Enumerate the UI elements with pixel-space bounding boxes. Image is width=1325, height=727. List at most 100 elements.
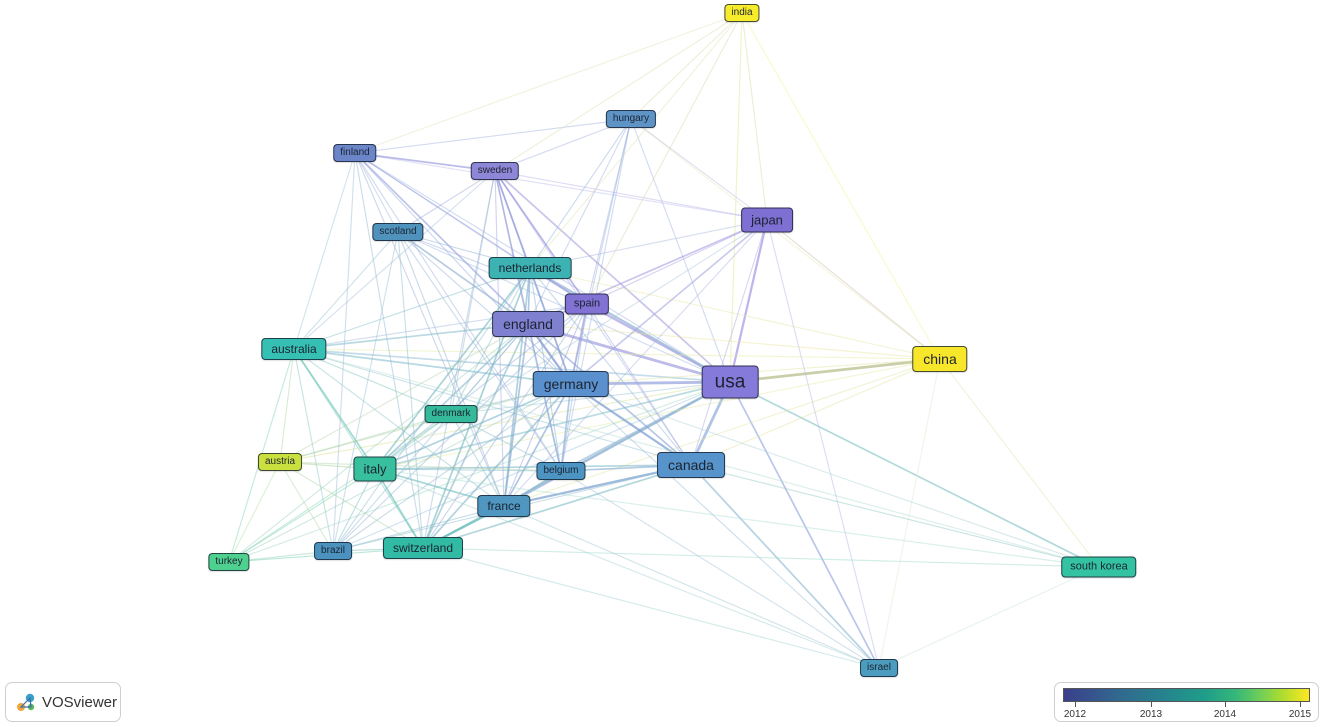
node-south-korea[interactable]: south korea [1061, 556, 1137, 578]
node-usa[interactable]: usa [701, 365, 759, 399]
node-israel[interactable]: israel [860, 659, 898, 677]
edge-canada-switzerland [422, 464, 692, 549]
edge-finland-brazil [332, 152, 356, 552]
color-legend: 2012 2013 2014 2015 [1054, 682, 1319, 722]
edge-hungary-finland [354, 118, 632, 154]
node-finland[interactable]: finland [333, 144, 377, 162]
edge-canada-spain [586, 303, 692, 466]
edge-germany-spain [570, 303, 588, 385]
edge-australia-sweden [293, 170, 496, 350]
node-india[interactable]: india [724, 4, 760, 22]
edge-france-scotland [397, 231, 505, 507]
legend-tick-2013 [1151, 702, 1152, 707]
edge-canada-sweden [494, 170, 692, 466]
edge-italy-australia [293, 348, 376, 470]
legend-tick-2012 [1075, 702, 1076, 707]
edge-india-spain [586, 12, 743, 305]
edge-germany-australia [293, 348, 572, 385]
edge-england-turkey [228, 323, 529, 563]
edge-china-japan [766, 219, 941, 360]
edge-canada-netherlands [529, 267, 692, 466]
node-brazil[interactable]: brazil [314, 542, 352, 560]
edge-denmark-turkey [228, 413, 452, 563]
edge-australia-finland [293, 152, 356, 350]
edge-spain-brazil [332, 303, 588, 552]
edge-israel-belgium [560, 470, 880, 669]
edge-spain-hungary [586, 118, 632, 305]
legend-label-2015: 2015 [1288, 709, 1312, 720]
edge-australia-scotland [293, 231, 399, 350]
edge-japan-israel [766, 219, 880, 669]
edge-china-australia [293, 348, 941, 360]
legend-tick-2014 [1225, 702, 1226, 707]
edge-canada-australia [293, 348, 692, 466]
edge-china-south-korea [939, 358, 1100, 568]
edge-china-canada [690, 358, 941, 466]
node-spain[interactable]: spain [564, 293, 610, 315]
edge-india-finland [354, 12, 743, 154]
node-denmark[interactable]: denmark [424, 405, 478, 423]
node-sweden[interactable]: sweden [470, 162, 520, 180]
edge-canada-south-korea [690, 464, 1100, 568]
edge-china-hungary [630, 118, 941, 360]
node-france[interactable]: france [477, 495, 531, 517]
node-germany[interactable]: germany [532, 371, 610, 397]
node-switzerland[interactable]: switzerland [382, 537, 464, 559]
node-belgium[interactable]: belgium [536, 462, 586, 480]
edge-china-france [503, 358, 941, 507]
edge-usa-india [729, 12, 743, 383]
edge-sweden-spain [494, 170, 588, 305]
vosviewer-label: VOSviewer [42, 693, 118, 711]
node-scotland[interactable]: scotland [372, 223, 424, 241]
edge-italy-brazil [332, 468, 376, 552]
edge-france-spain [503, 303, 588, 507]
edge-usa-netherlands [528, 266, 732, 384]
edge-scotland-belgium [397, 231, 562, 472]
edge-italy-belgium [374, 468, 562, 472]
edge-usa-sweden [494, 170, 731, 383]
edge-england-hungary [527, 118, 632, 325]
edge-netherlands-finland [354, 152, 531, 269]
node-turkey[interactable]: turkey [208, 553, 250, 571]
edge-hungary-india [630, 12, 743, 120]
edge-germany-austria [279, 383, 572, 463]
edge-netherlands-belgium [529, 267, 562, 472]
legend-label-2012: 2012 [1063, 709, 1087, 720]
edge-switzerland-south-korea [422, 547, 1100, 568]
edge-france-brazil [332, 505, 505, 552]
edge-england-switzerland [422, 323, 529, 549]
node-china[interactable]: china [912, 346, 968, 372]
edge-scotland-brazil [332, 231, 399, 552]
legend-label-2013: 2013 [1139, 709, 1163, 720]
node-hungary[interactable]: hungary [605, 110, 657, 128]
node-canada[interactable]: canada [657, 452, 725, 478]
edge-israel-france [503, 505, 880, 669]
edge-switzerland-finland [354, 152, 424, 549]
node-austria[interactable]: austria [257, 453, 303, 471]
edge-canada-israel [690, 464, 880, 669]
edge-india-sweden [494, 12, 743, 172]
node-italy[interactable]: italy [353, 456, 397, 482]
edge-south-korea-italy [374, 468, 1100, 568]
node-japan[interactable]: japan [741, 207, 793, 233]
edge-france-australia [293, 348, 505, 507]
vosviewer-logo: VOSviewer [5, 682, 121, 722]
edge-india-netherlands [529, 12, 743, 269]
edge-france-netherlands [503, 267, 531, 507]
edge-australia-austria [279, 348, 295, 463]
edge-england-italy [374, 323, 529, 470]
edge-germany-hungary [570, 118, 632, 385]
edge-netherlands-denmark [450, 267, 531, 415]
node-australia[interactable]: australia [261, 338, 327, 360]
edge-france-finland [354, 152, 505, 507]
vosviewer-icon [17, 693, 35, 711]
node-netherlands[interactable]: netherlands [488, 257, 572, 279]
edge-japan-india [741, 12, 768, 221]
node-england[interactable]: england [492, 311, 564, 337]
edge-usa-austria [279, 381, 731, 463]
edge-australia-brazil [293, 348, 334, 552]
edge-japan-germany [570, 219, 768, 385]
edge-south-korea-germany [570, 383, 1100, 568]
edge-switzerland-spain [422, 303, 588, 549]
